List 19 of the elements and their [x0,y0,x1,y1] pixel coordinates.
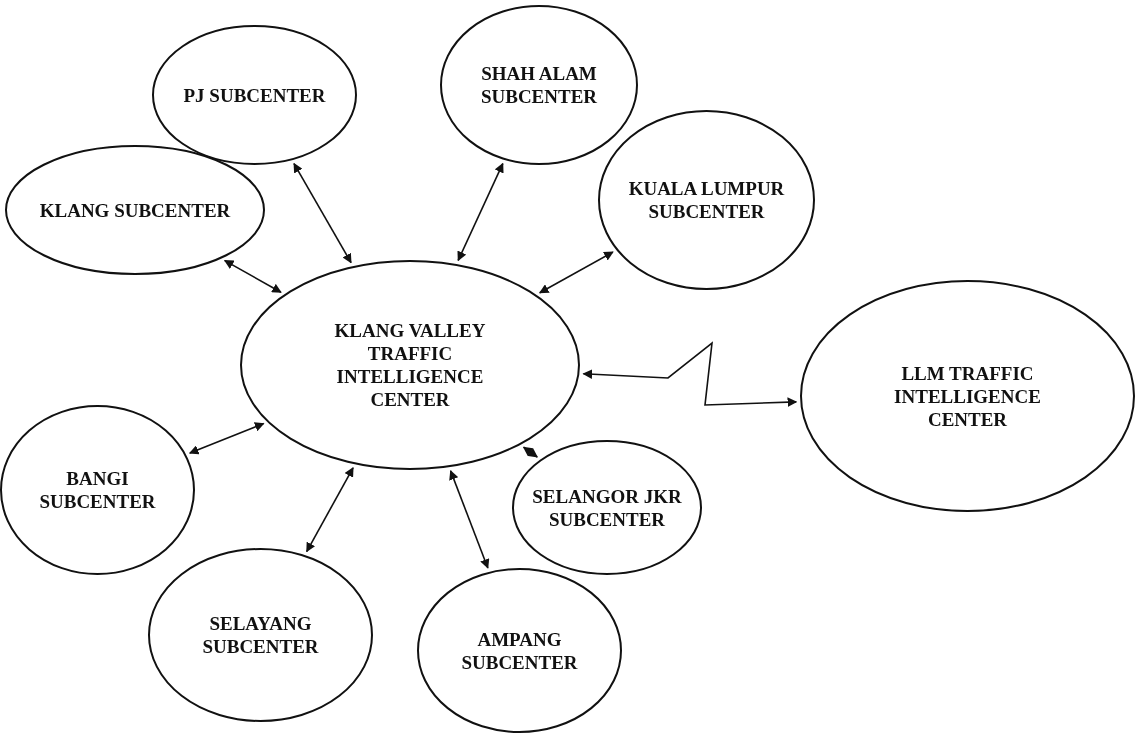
node-label: SELANGOR JKR SUBCENTER [531,484,683,531]
node-label: KUALA LUMPUR SUBCENTER [627,177,786,223]
double-arrow [457,162,504,262]
double-arrow [538,251,614,294]
node-label: PJ SUBCENTER [182,83,327,107]
double-arrow [293,162,352,264]
double-arrow [188,422,265,455]
node-label: KLANG VALLEY TRAFFIC INTELLIGENCE CENTER [333,319,487,411]
node-label: LLM TRAFFIC INTELLIGENCE CENTER [893,361,1042,431]
node-label: SELAYANG SUBCENTER [201,612,320,658]
lightning-link-arrow [582,341,798,407]
node-label: KLANG SUBCENTER [38,198,232,222]
node-label: SHAH ALAM SUBCENTER [479,62,599,108]
node-label: AMPANG SUBCENTER [460,627,579,674]
double-arrow [223,259,282,294]
double-arrow [449,470,490,569]
node-label: BANGI SUBCENTER [38,467,157,513]
double-arrow [522,446,538,458]
double-arrow [305,467,354,553]
